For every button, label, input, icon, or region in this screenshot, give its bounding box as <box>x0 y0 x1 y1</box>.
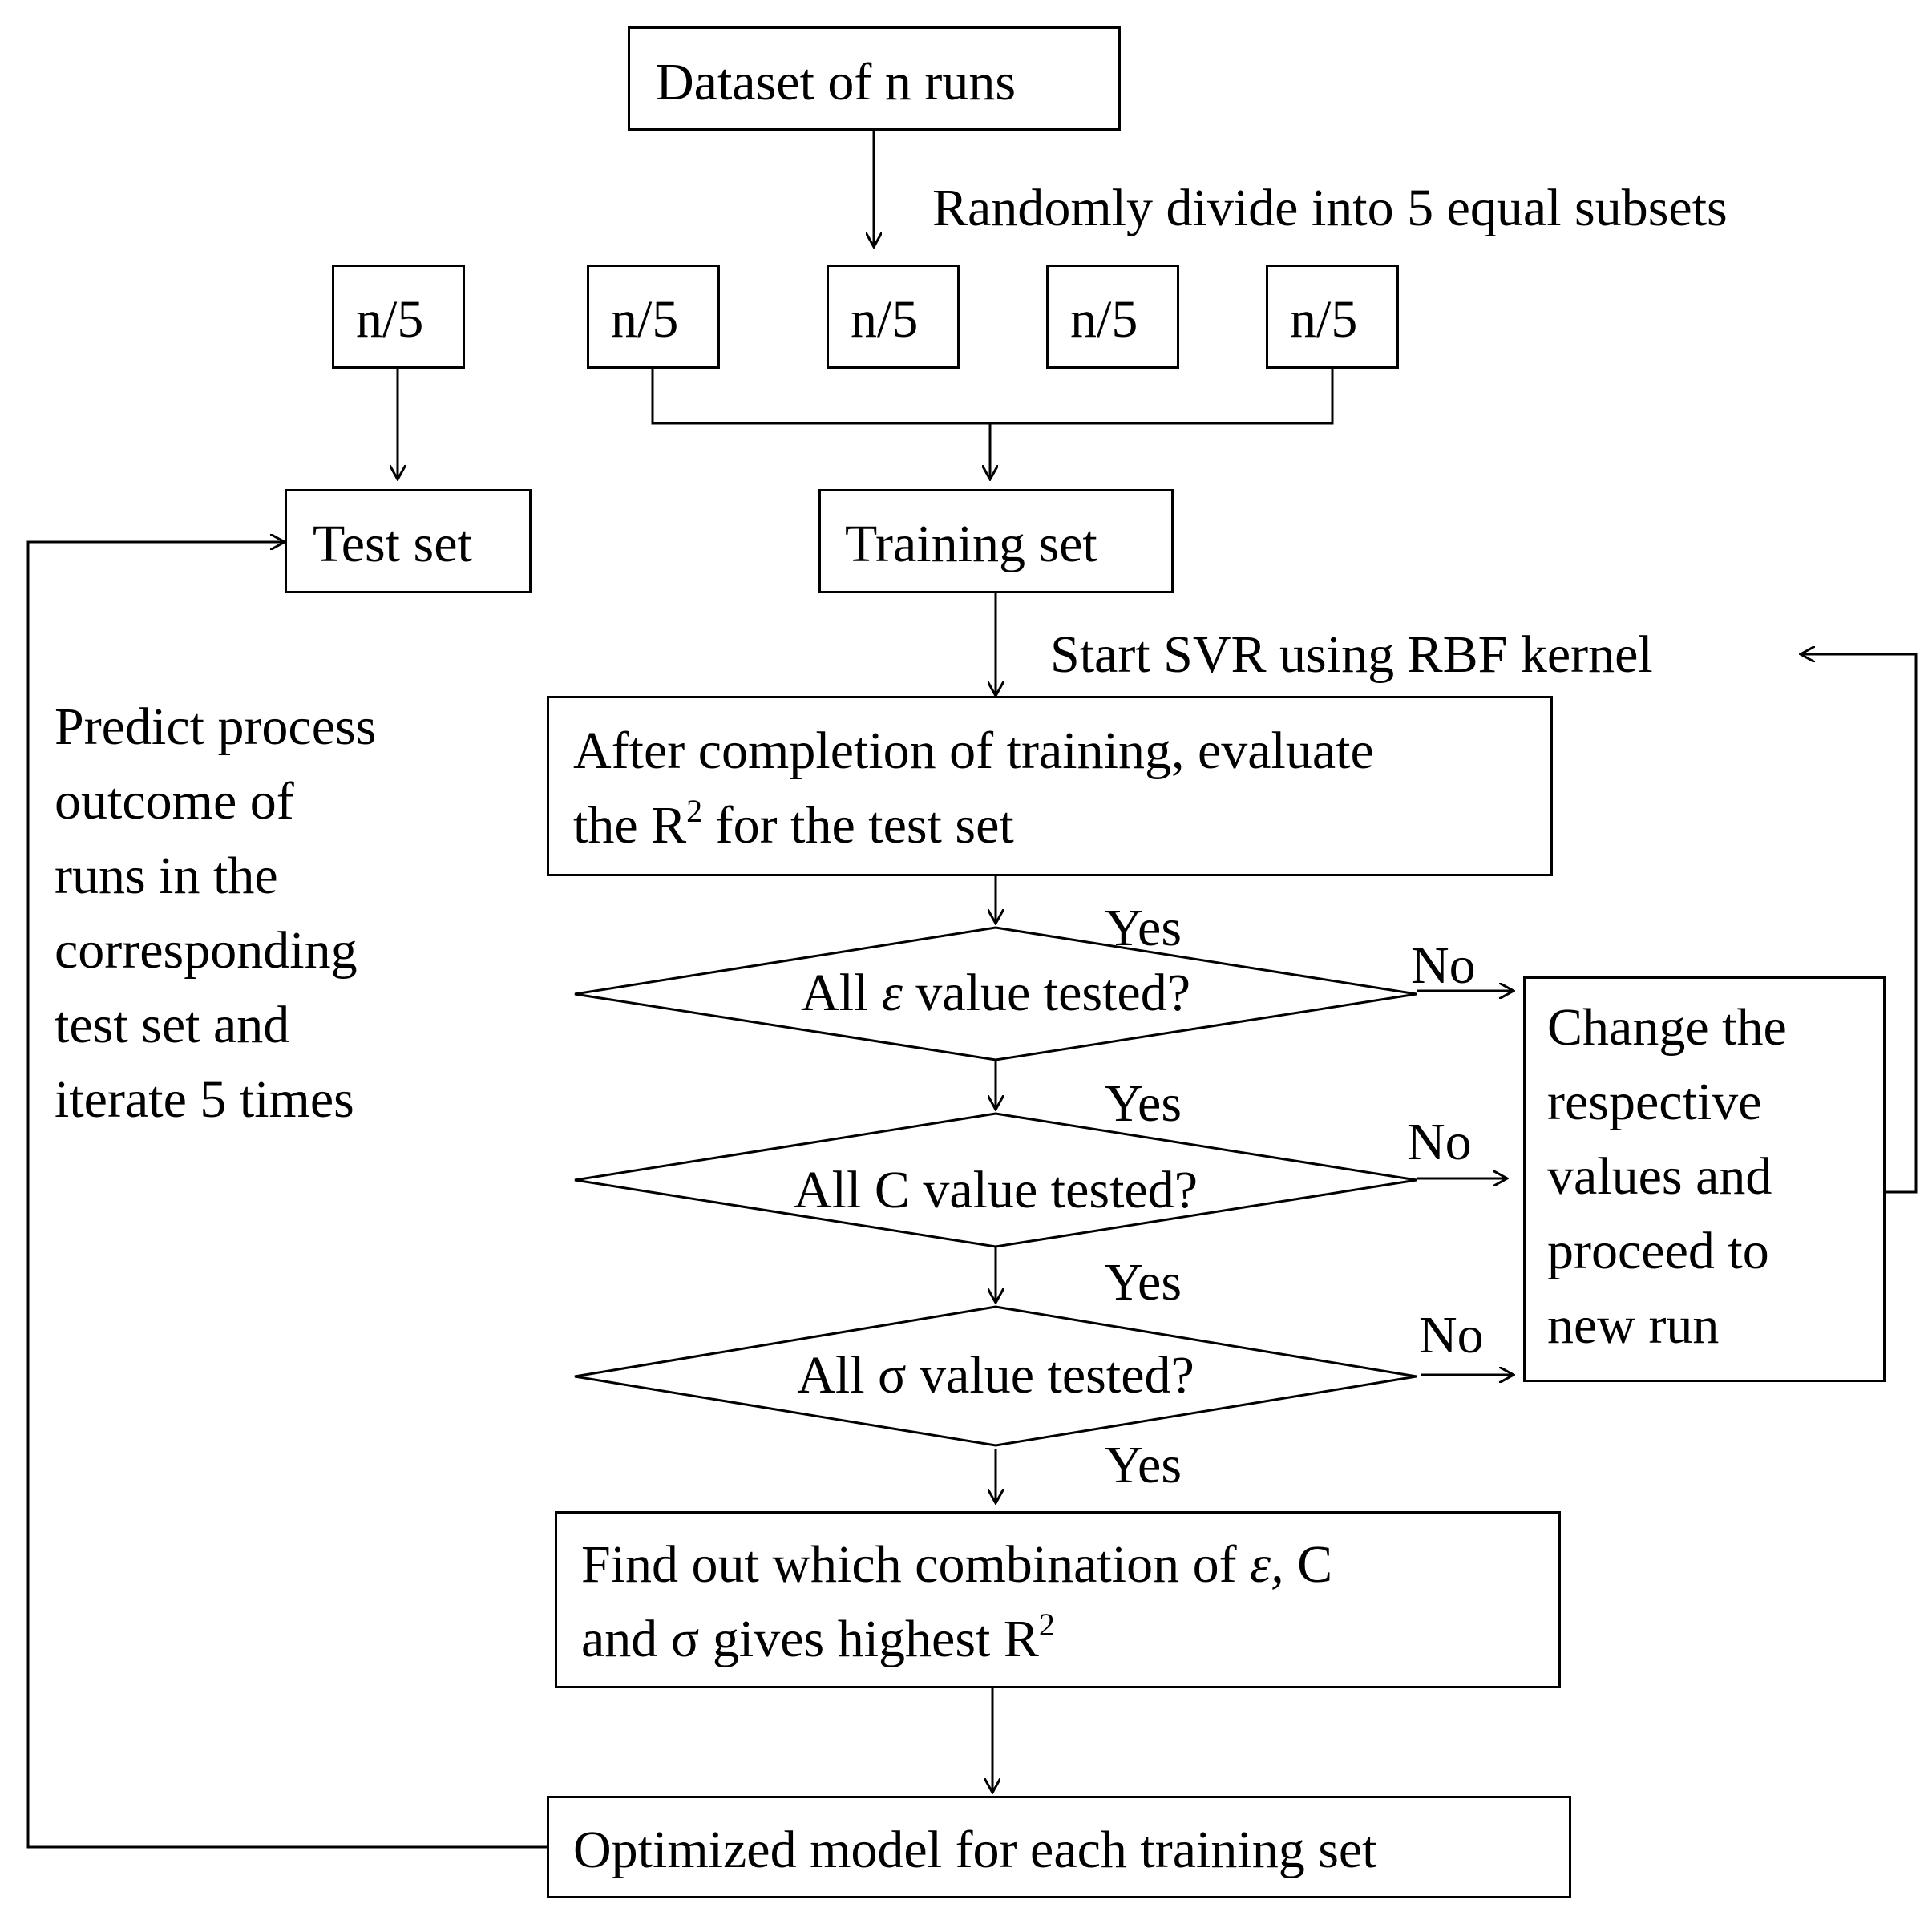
change-values-text: Change the respective values and proceed… <box>1547 990 1787 1363</box>
divide-note: Randomly divide into 5 equal subsets <box>932 179 1728 237</box>
evaluate-line-2-post: for the test set <box>702 796 1014 855</box>
change-line-3: values and <box>1547 1147 1772 1206</box>
find-combination-text: Find out which combination of ε, C and σ… <box>581 1527 1332 1683</box>
decision-c-label: All C value tested? <box>675 1164 1316 1217</box>
subset-label-5: n/5 <box>1290 290 1358 349</box>
decision-eps-diamond <box>574 926 1417 1061</box>
predict-line-1: Predict process <box>55 697 377 756</box>
predict-line-4: corresponding <box>55 921 358 980</box>
decision-c-diamond <box>574 1112 1417 1248</box>
change-line-1: Change the <box>1547 998 1787 1057</box>
subsets-bracket <box>651 369 1334 425</box>
loop-optimized-to-test <box>26 542 547 1849</box>
yes-label-2: Yes <box>1105 1074 1182 1133</box>
evaluate-box <box>547 696 1553 876</box>
find-r2-sup: 2 <box>1038 1607 1055 1643</box>
predict-line-5: test set and <box>55 996 290 1054</box>
subset-box-3 <box>827 265 960 369</box>
no-label-2: No <box>1407 1113 1472 1171</box>
optimized-model-box <box>547 1796 1571 1898</box>
evaluate-r2-sup: 2 <box>686 793 703 829</box>
find-line-2-pre: and σ gives highest R <box>581 1610 1039 1668</box>
decision-c-symbol: C <box>874 1161 910 1219</box>
start-svr-label: Start SVR using RBF kernel <box>1050 625 1653 684</box>
find-line-1-post: C <box>1283 1535 1333 1594</box>
find-combination-box <box>555 1511 1561 1688</box>
decision-sigma-post: value tested? <box>906 1346 1194 1405</box>
decision-c-pre: All <box>793 1161 875 1219</box>
evaluate-line-1: After completion of training, evaluate <box>573 722 1374 780</box>
yes-label-4: Yes <box>1105 1436 1182 1494</box>
decision-sigma-diamond <box>574 1305 1417 1447</box>
no-label-1: No <box>1411 936 1476 995</box>
dataset-label: Dataset of n runs <box>656 53 1017 111</box>
change-line-5: new run <box>1547 1296 1720 1355</box>
subset-label-2: n/5 <box>611 290 679 349</box>
yes-label-3: Yes <box>1105 1253 1182 1312</box>
decision-eps-post: value tested? <box>902 964 1191 1022</box>
decision-eps-symbol: ε <box>881 964 903 1022</box>
change-values-box <box>1523 976 1886 1382</box>
subset-label-1: n/5 <box>356 290 424 349</box>
subset-box-5 <box>1266 265 1399 369</box>
training-set-box <box>818 489 1174 593</box>
dataset-box <box>628 26 1121 131</box>
test-set-label: Test set <box>313 515 472 573</box>
find-eps-symbol: ε, <box>1250 1535 1284 1594</box>
predict-line-2: outcome of <box>55 772 294 831</box>
yes-label-1: Yes <box>1105 899 1182 957</box>
decision-sigma-symbol: σ <box>878 1346 907 1405</box>
predict-line-6: iterate 5 times <box>55 1070 354 1129</box>
subset-box-4 <box>1046 265 1179 369</box>
no-label-3: No <box>1419 1306 1484 1364</box>
test-set-box <box>285 489 532 593</box>
decision-sigma-pre: All <box>797 1346 879 1405</box>
loop-change-to-start <box>1801 654 1918 1194</box>
evaluate-line-2: the R2 for the test set <box>573 788 1374 869</box>
optimized-model-label: Optimized model for each training set <box>573 1821 1377 1879</box>
decision-eps-label: All ε value tested? <box>675 967 1316 1020</box>
decision-sigma-label: All σ value tested? <box>675 1349 1316 1402</box>
predict-line-3: runs in the <box>55 847 278 905</box>
find-line-1: Find out which combination of ε, C <box>581 1527 1332 1602</box>
find-line-2: and σ gives highest R2 <box>581 1602 1332 1683</box>
decision-c-post: value tested? <box>909 1161 1198 1219</box>
change-line-2: respective <box>1547 1073 1762 1131</box>
training-set-label: Training set <box>845 515 1097 573</box>
subset-box-2 <box>587 265 720 369</box>
decision-eps-pre: All <box>800 964 882 1022</box>
find-line-1-pre: Find out which combination of <box>581 1535 1251 1594</box>
evaluate-line-2-pre: the R <box>573 796 687 855</box>
predict-note: Predict process outcome of runs in the c… <box>55 689 376 1137</box>
evaluate-text: After completion of training, evaluate t… <box>573 713 1374 869</box>
subset-label-4: n/5 <box>1070 290 1138 349</box>
change-line-4: proceed to <box>1547 1222 1769 1280</box>
subset-label-3: n/5 <box>851 290 919 349</box>
subset-box-1 <box>332 265 465 369</box>
